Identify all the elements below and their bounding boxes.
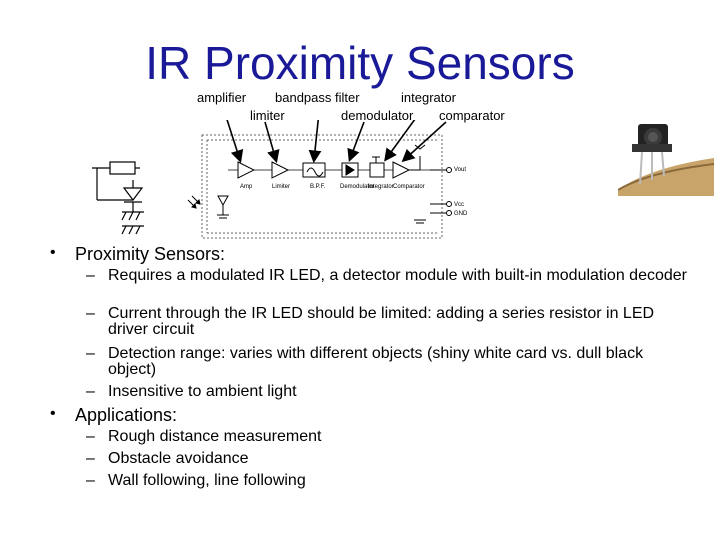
sub-bullet-text: Detection range: varies with different o… <box>108 345 644 378</box>
sub-bullet-text: Current through the IR LED should be lim… <box>108 305 655 338</box>
slide-title: IR Proximity Sensors <box>145 37 575 89</box>
sub-bullet-text: Obstacle avoidance <box>108 450 249 467</box>
integrator-block <box>369 162 385 178</box>
sensor-module-photo <box>618 118 714 196</box>
sub-bullet-text: Rough distance measurement <box>108 428 322 445</box>
sub-bullet: –Wall following, line following <box>86 472 306 489</box>
ir-led <box>122 187 144 201</box>
callout-integrator: integrator <box>401 90 456 105</box>
pin-label-vcc: Vcc <box>454 202 464 208</box>
sub-bullet-text: Wall following, line following <box>108 472 306 489</box>
block-label-integrator: Integrator <box>368 184 394 190</box>
sub-bullet-text: Insensitive to ambient light <box>108 383 297 400</box>
sub-bullet: –Obstacle avoidance <box>86 450 249 467</box>
bullet-text: Applications: <box>75 405 178 425</box>
callout-demodulator: demodulator <box>341 108 414 123</box>
amp-block <box>237 161 256 179</box>
comparator-block <box>392 161 411 179</box>
sub-bullet: –Rough distance measurement <box>86 428 322 445</box>
pin-label-gnd: GND <box>454 211 468 217</box>
block-label-limiter: Limiter <box>272 184 290 190</box>
sub-bullet: –Insensitive to ambient light <box>86 383 297 400</box>
bullet-proximity-sensors: • Proximity Sensors: <box>50 244 226 265</box>
callout-arrows <box>226 120 447 164</box>
callout-limiter: limiter <box>250 108 285 123</box>
bullet-text: Proximity Sensors: <box>75 244 226 264</box>
callout-amplifier: amplifier <box>197 90 247 105</box>
pin-label-vout: Vout <box>454 167 466 173</box>
block-label-comparator: Comparator <box>393 184 425 190</box>
sub-bullet-text: Requires a modulated IR LED, a detector … <box>108 267 687 284</box>
bullet-dot: • <box>50 244 56 261</box>
ir-emission-arrows <box>187 195 201 209</box>
led-driver-circuit <box>92 161 144 235</box>
sub-bullet: –Detection range: varies with different … <box>86 345 644 378</box>
bullet-applications: • Applications: <box>50 405 178 426</box>
block-label-amp: Amp <box>240 184 253 190</box>
block-label-demodulator: Demodulator <box>340 184 374 190</box>
sub-bullet: –Current through the IR LED should be li… <box>86 305 655 338</box>
limiter-block <box>271 161 290 179</box>
sub-bullet: –Requires a modulated IR LED, a detector… <box>86 267 687 284</box>
circuit-diagram: Amp Limiter B.P.F. Demodulator Integrato… <box>92 120 468 239</box>
series-resistor <box>109 161 136 175</box>
callout-bandpass-filter: bandpass filter <box>275 90 360 105</box>
bullet-dot: • <box>50 405 56 422</box>
detector-module <box>201 134 443 239</box>
block-label-bpf: B.P.F. <box>310 184 326 190</box>
callout-comparator: comparator <box>439 108 505 123</box>
